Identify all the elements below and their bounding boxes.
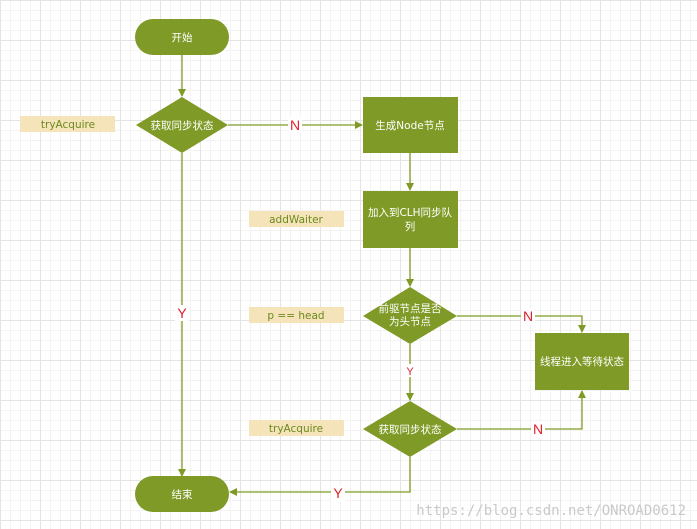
edge-get-state-2-y-to-end: [229, 457, 411, 496]
annotations: tryAcquire addWaiter p == head tryAcquir…: [20, 116, 344, 436]
edge-label-n-1: N: [290, 117, 300, 133]
start-node: 开始: [135, 19, 229, 55]
process-wait-state: 线程进入等待状态: [535, 333, 629, 390]
process-add-clh-label-line2: 列: [405, 220, 416, 233]
annotation-box-p-head: [249, 307, 344, 323]
annotation-try-acquire-2: tryAcquire: [269, 423, 323, 435]
edge-label-n-2: N: [523, 308, 533, 324]
process-add-clh: 加入到CLH同步队 列: [363, 191, 458, 248]
process-add-clh-label-line1: 加入到CLH同步队: [368, 206, 453, 219]
decision-pred-head-label-line1: 前驱节点是否: [379, 302, 442, 315]
decision-get-state-2-label: 获取同步状态: [379, 423, 442, 436]
process-create-node-label: 生成Node节点: [375, 119, 444, 132]
start-node-label: 开始: [172, 31, 193, 44]
watermark: https://blog.csdn.net/ONROAD0612: [416, 503, 686, 519]
annotation-box-try-acquire-1: [20, 116, 115, 132]
decision-get-state-1: 获取同步状态: [136, 97, 228, 153]
edge-pred-head-n-to-wait: [457, 315, 586, 333]
annotation-box-add-waiter: [249, 211, 344, 227]
annotation-try-acquire-1: tryAcquire: [41, 119, 95, 131]
edge-labels: N Y N Y N Y: [175, 117, 545, 501]
decision-pred-head: 前驱节点是否 为头节点: [363, 287, 457, 344]
end-node: 结束: [135, 476, 229, 512]
decision-get-state-1-label: 获取同步状态: [151, 119, 214, 132]
end-node-label: 结束: [172, 488, 193, 501]
annotation-box-try-acquire-2: [249, 420, 344, 436]
edge-get-state-2-n-to-wait: [457, 390, 586, 430]
nodes: 开始 获取同步状态 生成Node节点 加入到CLH同步队 列 前驱节点是否 为头…: [135, 19, 629, 512]
annotation-p-head: p == head: [267, 310, 324, 322]
edge-label-y-2: Y: [406, 366, 414, 378]
annotation-add-waiter: addWaiter: [269, 214, 323, 226]
decision-get-state-2: 获取同步状态: [363, 401, 457, 457]
edge-label-n-3: N: [533, 421, 543, 437]
edge-label-y-1: Y: [177, 305, 187, 321]
edge-label-y-3: Y: [333, 485, 343, 501]
decision-pred-head-label-line2: 为头节点: [389, 316, 431, 328]
process-wait-state-label: 线程进入等待状态: [540, 355, 624, 368]
process-create-node: 生成Node节点: [363, 97, 458, 153]
